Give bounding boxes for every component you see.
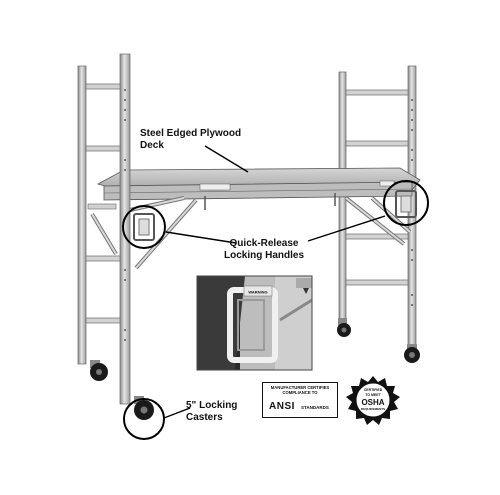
ansi-badge-suffix: STANDARDS: [301, 405, 329, 410]
ansi-badge: MANUFACTURER CERTIFIES COMPLIANCE TO ANS…: [262, 382, 338, 418]
osha-seal-bottom: REQUIREMENTS: [361, 407, 385, 411]
osha-seal-mid: TO MEET: [365, 393, 381, 397]
caster-callout: [123, 398, 165, 440]
handle-callout-left: [122, 205, 166, 249]
callout-lines: [163, 145, 386, 419]
casters-label-line1: 5" Locking: [186, 400, 238, 411]
handles-label-line1: Quick-Release: [229, 238, 299, 249]
plywood-deck: [96, 167, 421, 210]
ansi-badge-line2: COMPLIANCE TO: [282, 390, 318, 396]
handle-callout-right: [383, 180, 429, 226]
handles-label-line2: Locking Handles: [223, 249, 304, 261]
osha-seal-top: CERTIFIED: [364, 388, 383, 392]
casters-label: 5" Locking Casters: [186, 400, 246, 423]
osha-seal: CERTIFIED TO MEET OSHA REQUIREMENTS: [346, 376, 400, 425]
osha-seal-brand: OSHA: [361, 398, 384, 407]
inset-warning-sticker: WARNING: [248, 290, 267, 295]
left-end-frame: [77, 53, 198, 420]
handle-closeup-inset: WARNING: [196, 275, 313, 371]
casters-label-line2: Casters: [186, 411, 223, 423]
ansi-badge-cert: MANUFACTURER CERTIFIES COMPLIANCE TO: [263, 385, 337, 395]
ansi-badge-line1: MANUFACTURER CERTIFIES: [270, 385, 330, 390]
right-end-frame: [337, 65, 420, 363]
handles-label: Quick-Release Locking Handles: [222, 238, 306, 261]
ansi-badge-brand: ANSI: [269, 401, 295, 412]
deck-label: Steel Edged Plywood Deck: [140, 128, 242, 151]
